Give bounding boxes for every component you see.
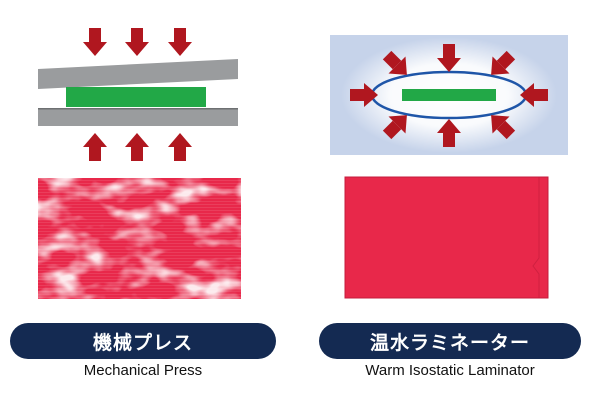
mechanical-press-diagram: [38, 28, 238, 161]
mechanical-press-title-text: 機械プレス: [93, 328, 193, 355]
pressure-arrow-icon: [83, 133, 107, 161]
mechanical-press-caption: Mechanical Press: [10, 362, 276, 379]
warm-isostatic-laminator-sample: [345, 177, 548, 298]
green-part: [402, 89, 496, 101]
warm-isostatic-laminator-title-text: 温水ラミネーター: [370, 328, 530, 355]
bottom-arrows: [83, 133, 192, 161]
green-part: [66, 87, 206, 107]
upper-press-plate: [38, 59, 238, 89]
top-arrows: [83, 28, 192, 56]
pressure-arrow-icon: [125, 133, 149, 161]
mechanical-press-title: 機械プレス: [10, 323, 276, 359]
warm-isostatic-laminator-diagram: [330, 35, 568, 155]
pressure-arrow-icon: [168, 133, 192, 161]
pressure-arrow-icon: [125, 28, 149, 56]
pressure-arrow-icon: [168, 28, 192, 56]
lower-press-plate: [38, 108, 238, 126]
mechanical-press-sample: [38, 178, 241, 299]
warm-isostatic-laminator-caption: Warm Isostatic Laminator: [319, 362, 581, 379]
pressure-arrow-icon: [83, 28, 107, 56]
diagram-graphics: [0, 0, 600, 320]
warm-isostatic-laminator-title: 温水ラミネーター: [319, 323, 581, 359]
